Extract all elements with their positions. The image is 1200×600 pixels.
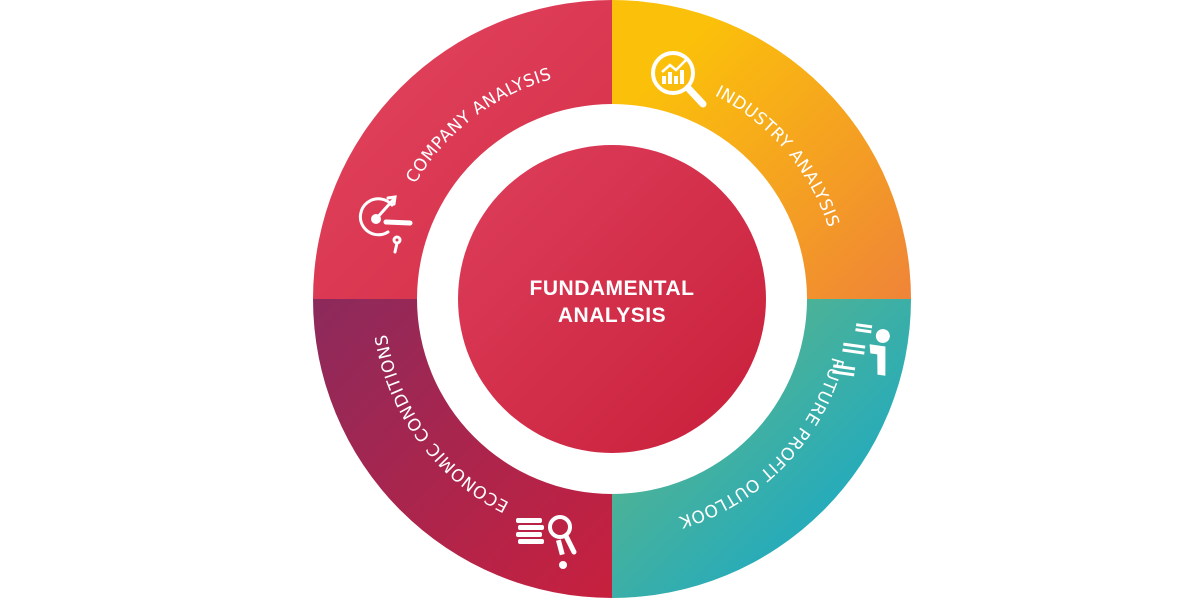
center-title-line2: ANALYSIS — [558, 304, 666, 327]
coins-magnifier-icon — [516, 515, 577, 569]
person-at-desk-icon — [832, 323, 890, 377]
magnifier-chart-icon — [651, 51, 707, 108]
center-title-line1: FUNDAMENTAL — [530, 277, 695, 300]
target-clock-icon — [358, 195, 413, 254]
center-circle — [458, 145, 766, 453]
